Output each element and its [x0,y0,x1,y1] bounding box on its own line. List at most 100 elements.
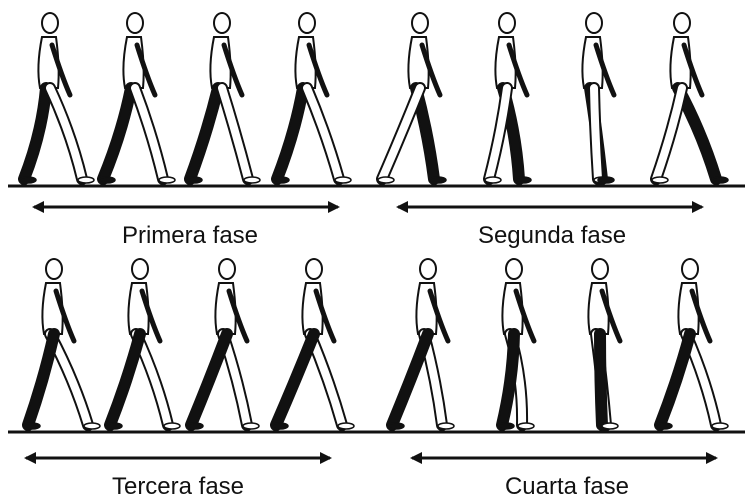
figure-arm [506,42,530,98]
figure-arm [139,288,163,344]
figure-arm [681,42,705,98]
figure-front-leg [218,84,252,183]
figure-front-leg [388,330,432,429]
figure-front-foot [243,176,261,184]
figure-back-foot [185,176,203,184]
walking-figure [184,12,261,185]
figure-front-leg [46,84,86,183]
figure-back-foot [517,422,535,430]
figure-back-foot [337,422,355,430]
phase-label-segunda: Segunda fase [478,222,626,249]
figure-head [585,12,603,34]
figure-head [45,258,63,280]
figure-arm [134,42,158,98]
figure-back-foot [242,422,260,430]
figure-front-foot [655,422,673,430]
walking-figure [654,258,729,431]
figure-front-leg [272,330,318,429]
figure-front-leg [131,84,167,183]
figure-arm [306,42,330,98]
figure-front-foot [158,176,176,184]
walking-figure [271,12,352,185]
figure-head [305,258,323,280]
figure-front-foot [377,176,395,184]
figure-head [411,12,429,34]
figure-back-foot [429,176,447,184]
figure-front-leg [498,330,518,429]
walking-figure [104,258,181,431]
walking-figure [483,12,532,185]
figure-front-foot [387,422,405,430]
phase-label-tercera: Tercera fase [112,473,244,498]
figure-back-foot [601,422,619,430]
figure-back-leg [273,84,307,183]
figure-front-foot [334,176,352,184]
figure-head [126,12,144,34]
figure-head [131,258,149,280]
walking-figure [496,258,537,431]
figure-front-leg [485,84,511,183]
figure-front-foot [484,176,502,184]
figure-front-leg [106,330,144,429]
figure-arm [513,288,537,344]
figure-head [591,258,609,280]
figure-front-leg [303,84,343,183]
figure-back-foot [597,176,615,184]
walking-figure [581,12,617,185]
walking-figure [22,258,101,431]
figure-arm [226,288,250,344]
figure-back-foot [437,422,455,430]
walking-figure [650,12,729,185]
phase-label-cuarta: Cuarta fase [505,473,629,498]
figure-front-foot [77,176,95,184]
figure-front-leg [656,330,694,429]
figure-head [41,12,59,34]
figure-arm [593,42,617,98]
figure-arm [427,288,451,344]
figure-back-leg [186,84,222,183]
figure-head [213,12,231,34]
figure-front-leg [378,84,424,183]
figure-front-foot [105,422,123,430]
walking-figure [270,258,355,431]
figure-front-foot [651,176,669,184]
figure-back-foot [514,176,532,184]
figure-front-foot [271,422,289,430]
figure-front-foot [497,422,515,430]
figure-back-foot [272,176,290,184]
figure-arm [49,42,73,98]
figure-front-leg [590,84,602,183]
walking-figure [376,12,447,185]
figure-head [673,12,691,34]
figure-front-foot [186,422,204,430]
figure-back-leg [99,84,135,183]
figure-front-leg [596,330,606,429]
figure-back-foot [19,176,37,184]
figure-back-foot [711,176,729,184]
figure-head [681,258,699,280]
figure-arm [53,288,77,344]
figure-head [298,12,316,34]
figure-head [218,258,236,280]
figure-head [498,12,516,34]
walking-figures [18,12,729,431]
figure-front-leg [652,84,686,183]
figure-back-leg [20,84,50,183]
figure-arm [689,288,713,344]
figure-back-foot [83,422,101,430]
walking-figure [18,12,95,185]
figure-back-foot [98,176,116,184]
figure-arm [419,42,443,98]
figure-front-leg [24,330,58,429]
figure-arm [221,42,245,98]
figure-head [419,258,437,280]
figure-arm [313,288,337,344]
figure-back-foot [711,422,729,430]
walking-figure [587,258,623,431]
figure-back-foot [163,422,181,430]
figure-front-foot [23,422,41,430]
walking-figure [185,258,260,431]
walking-figure [386,258,455,431]
